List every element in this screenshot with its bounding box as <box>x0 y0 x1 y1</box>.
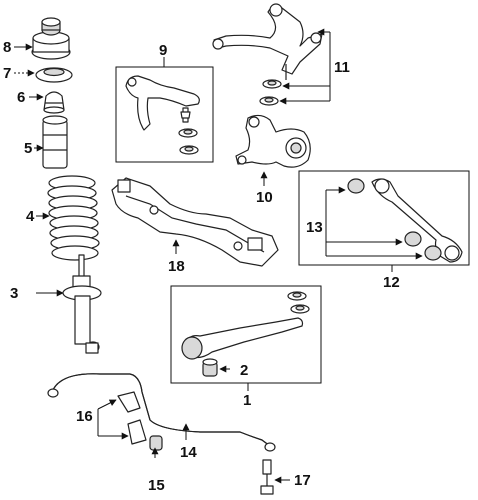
bumper-part-6 <box>43 91 65 114</box>
callout-1: 1 <box>243 392 251 409</box>
callout-box-12 <box>298 170 470 266</box>
dust-boot-part-5 <box>42 115 68 169</box>
bracket-part-16 <box>117 391 147 445</box>
callout-6: 6 <box>17 89 25 106</box>
callout-16: 16 <box>76 408 93 425</box>
shock-absorber-part-3 <box>62 254 102 354</box>
bushing-part-15 <box>149 435 163 451</box>
callout-10: 10 <box>256 189 273 206</box>
callout-box-1 <box>170 285 322 384</box>
callout-9: 9 <box>159 42 167 59</box>
lower-arm-part-1 <box>181 291 310 360</box>
strut-mount-part-8 <box>31 17 71 60</box>
callout-11: 11 <box>334 59 350 76</box>
callout-12: 12 <box>383 274 400 291</box>
stabilizer-bar-part-14 <box>47 373 276 452</box>
callout-5: 5 <box>24 140 32 157</box>
callout-4: 4 <box>26 208 35 225</box>
upper-rear-arm-part-11 <box>212 3 323 106</box>
leader-16a <box>97 399 117 410</box>
bushing-part-2 <box>202 358 218 377</box>
callout-2: 2 <box>240 362 248 379</box>
callout-8: 8 <box>3 39 11 56</box>
callout-17: 17 <box>294 472 311 489</box>
knuckle-part-10 <box>235 114 311 168</box>
coil-spring-part-4 <box>47 175 100 261</box>
callout-15: 15 <box>148 477 165 494</box>
callout-13: 13 <box>306 219 323 236</box>
lower-link-part-12 <box>347 178 463 263</box>
crossmember-part-18 <box>111 177 279 267</box>
upper-arm-part-9 <box>125 75 200 155</box>
callout-3: 3 <box>10 285 18 302</box>
callout-18: 18 <box>168 258 185 275</box>
callout-14: 14 <box>180 444 197 461</box>
spring-seat-part-7 <box>35 67 73 83</box>
stabilizer-link-part-17 <box>260 459 274 495</box>
callout-7: 7 <box>3 65 11 82</box>
